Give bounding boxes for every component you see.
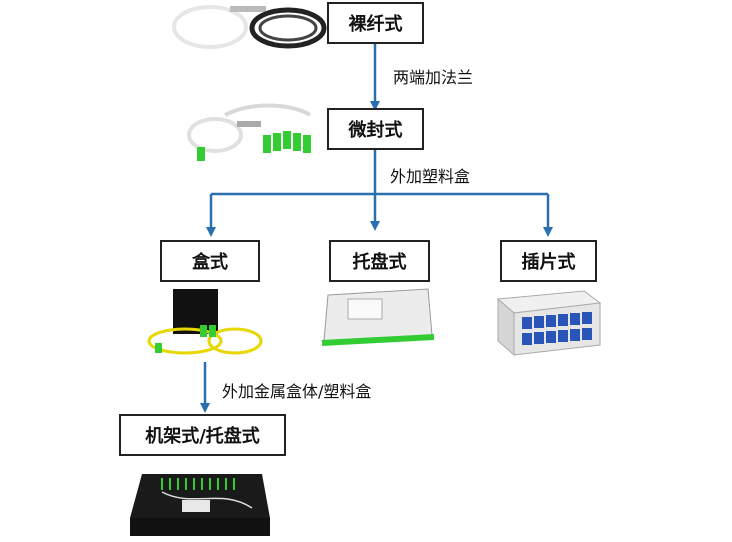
tray-splitter-image [321,288,435,346]
plugin-splitter-image [496,290,602,357]
node-rack: 机架式/托盘式 [119,414,286,456]
edge-label-flange: 两端加法兰 [393,68,474,87]
node-box: 盒式 [160,240,260,282]
edge-label-plastic-box: 外加塑料盒 [390,167,471,186]
box-splitter-image [147,289,263,355]
rack-splitter-image [130,474,270,536]
edge-label-metal-box: 外加金属盒体/塑料盒 [222,382,372,401]
bare-fiber-splitter-image [172,5,327,49]
node-micro: 微封式 [327,108,424,150]
node-tray: 托盘式 [329,240,430,282]
micro-splitter-image [187,103,312,161]
node-bare-fiber: 裸纤式 [327,2,424,44]
node-plugin: 插片式 [500,240,597,282]
